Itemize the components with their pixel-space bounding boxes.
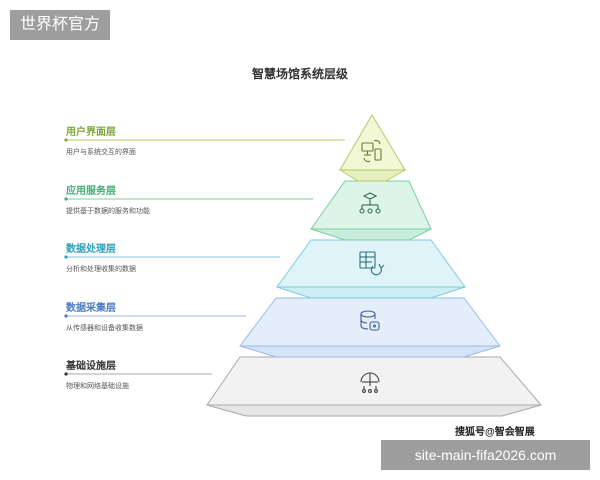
pyramid-layer-5 [206, 356, 543, 417]
pyramid-layer-3 [276, 239, 466, 299]
layer-desc-data-collection: 从传感器和设备收集数据 [66, 325, 143, 332]
layer-title-application-services: 应用服务层 [66, 186, 116, 197]
pyramid-layer-4 [239, 297, 501, 358]
footer-tag: site-main-fifa2026.com [381, 440, 590, 470]
layer-title-user-interface: 用户界面层 [66, 127, 116, 138]
leader-dot-1 [64, 138, 68, 142]
infrastructure-icon [360, 372, 380, 393]
layer-title-data-collection: 数据采集层 [66, 303, 116, 314]
service-network-icon [359, 192, 381, 214]
leader-dot-4 [64, 314, 68, 318]
watermark-text: 搜狐号@智会智展 [455, 427, 535, 438]
leader-dot-5 [64, 372, 68, 376]
diagram-title: 智慧场馆系统层级 [251, 67, 348, 81]
layer-desc-infrastructure: 物理和网络基础设施 [66, 383, 129, 390]
devices-icon [361, 139, 382, 163]
data-table-refresh-icon [359, 251, 385, 276]
layer-title-infrastructure: 基础设施层 [66, 361, 116, 372]
leader-dot-2 [64, 197, 68, 201]
layer-desc-application-services: 提供基于数据的服务和功能 [66, 208, 150, 215]
corner-tag: 世界杯官方 [10, 10, 110, 40]
leader-lines [64, 138, 345, 376]
layer-desc-data-processing: 分析和处理收集的数据 [66, 266, 136, 273]
leader-dot-3 [64, 255, 68, 259]
layer-title-data-processing: 数据处理层 [66, 244, 116, 255]
layer-desc-user-interface: 用户与系统交互的界面 [66, 149, 136, 156]
pyramid-layer-2 [310, 180, 432, 241]
database-icon [360, 310, 380, 331]
